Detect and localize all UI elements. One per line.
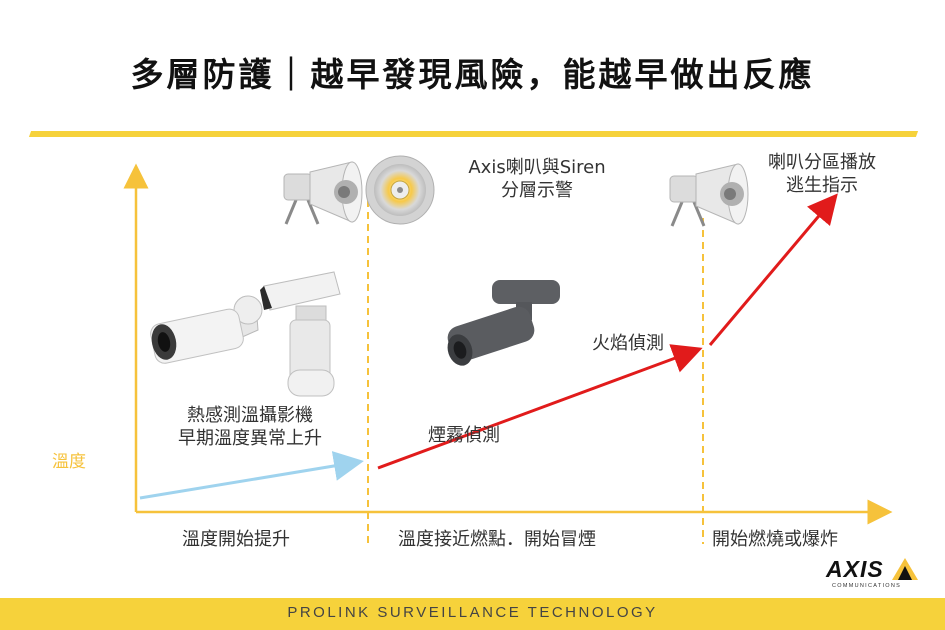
y-axis-label: 溫度 <box>52 452 86 472</box>
smoke-annotation: 煙霧偵測 <box>428 425 500 446</box>
smoke-to-flame-line <box>377 344 703 470</box>
zone-broadcast-line2: 逃生指示 <box>786 175 858 197</box>
thermal-annotation-line1: 熱感測溫攝影機 <box>187 405 313 426</box>
footer-text: PROLINK SURVEILLANCE TECHNOLOGY <box>287 604 658 621</box>
bullet-camera-icon <box>150 295 263 364</box>
axis-logo-word: AXIS <box>826 556 884 582</box>
horn-speaker-icon <box>669 163 749 227</box>
stage-label-2: 溫度接近燃點．開始冒煙 <box>398 529 596 550</box>
horn-speaker-icon <box>283 161 363 225</box>
flame-annotation: 火焰偵測 <box>592 333 664 354</box>
footer-bar <box>0 598 945 630</box>
speaker-siren-line1: Axis喇叭與Siren <box>468 157 606 178</box>
zone-broadcast-line1: 喇叭分區播放 <box>768 152 876 173</box>
axis-logo-sub: COMMUNICATIONS <box>832 583 902 589</box>
axis-logo-triangle-icon <box>892 558 918 580</box>
thermal-annotation-line2: 早期溫度異常上升 <box>178 428 322 450</box>
stage-label-1: 溫度開始提升 <box>182 529 290 550</box>
zone-broadcast-annotation: 喇叭分區播放 逃生指示 <box>752 151 892 197</box>
ptz-thermal-camera-icon <box>260 271 341 397</box>
thermal-annotation: 熱感測溫攝影機 早期溫度異常上升 <box>160 404 340 450</box>
stage-label-3: 開始燃燒或爆炸 <box>712 529 838 550</box>
early-rise-line <box>139 451 364 500</box>
flame-to-explosion-line <box>708 193 838 346</box>
speaker-siren-annotation: Axis喇叭與Siren 分層示警 <box>452 156 622 202</box>
page-title: 多層防護｜越早發現風險，能越早做出反應 <box>130 55 815 94</box>
siren-icon <box>365 155 435 225</box>
dome-bullet-camera-icon <box>447 280 560 366</box>
speaker-siren-line2: 分層示警 <box>501 180 573 202</box>
axis-logo: AXIS COMMUNICATIONS <box>826 556 918 592</box>
